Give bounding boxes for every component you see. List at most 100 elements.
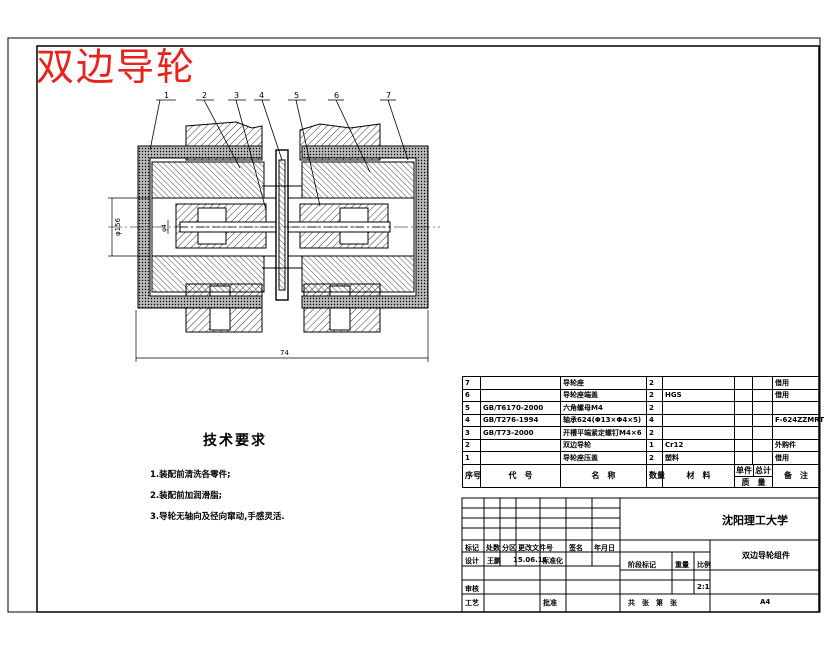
requirement-item: 2.装配前加润滑脂; — [150, 491, 223, 501]
bom-cell-code — [480, 438, 561, 452]
bom-cell-material — [662, 401, 735, 415]
dimension-bore: φ156 — [114, 217, 122, 236]
bom-cell-code — [480, 451, 561, 465]
label-zone: 分区 — [502, 544, 516, 552]
sheet-count: 共 张 第 张 — [628, 599, 677, 607]
bom-cell-total — [752, 413, 773, 427]
technical-requirements-heading: 技术要求 — [203, 433, 267, 449]
bom-cell-note — [772, 401, 820, 415]
label-change-doc: 更改文件号 — [518, 544, 553, 552]
bom-cell-material — [662, 413, 735, 427]
bom-cell-no: 6 — [462, 388, 481, 402]
label-approve: 批准 — [543, 599, 557, 607]
part-label-3: 3 — [234, 91, 239, 100]
bom-header-name: 名 称 — [560, 463, 647, 488]
part-label-1: 1 — [164, 91, 169, 100]
bom-cell-qty: 4 — [646, 413, 663, 427]
design-date: 15.06.11 — [513, 556, 548, 564]
requirement-item: 3.导轮无轴向及径向窜动,手感灵活. — [150, 512, 285, 522]
bom-cell-code — [480, 388, 561, 402]
title-block-frame — [461, 497, 820, 613]
label-standardize: 标准化 — [542, 557, 563, 565]
part-label-2: 2 — [202, 91, 207, 100]
bom-cell-no: 7 — [462, 376, 481, 390]
bom-cell-total — [752, 438, 773, 452]
bom-cell-unit — [734, 388, 753, 402]
designer-name: 王鹏 — [487, 557, 501, 565]
bom-cell-total — [752, 401, 773, 415]
bom-cell-no: 3 — [462, 426, 481, 440]
label-stage-mark: 阶段标记 — [628, 561, 656, 569]
bom-header-no: 序号 — [462, 463, 481, 488]
bom-cell-qty: 2 — [646, 426, 663, 440]
bom-cell-name: 轴承624(Φ13×Φ4×5) — [560, 413, 647, 427]
bom-cell-qty: 2 — [646, 376, 663, 390]
bom-cell-unit — [734, 451, 753, 465]
bom-cell-code — [480, 376, 561, 390]
bom-cell-code: GB/T73-2000 — [480, 426, 561, 440]
label-weight: 重量 — [675, 561, 689, 569]
bom-cell-qty: 2 — [646, 451, 663, 465]
bom-cell-material: HGS — [662, 388, 735, 402]
part-label-5: 5 — [294, 91, 299, 100]
dimension-lines — [108, 197, 429, 362]
bom-header-qty: 数量 — [646, 463, 665, 488]
bom-cell-name: 双边导轮 — [560, 438, 647, 452]
bom-cell-no: 4 — [462, 413, 481, 427]
bom-cell-name: 导轮座 — [560, 376, 647, 390]
bom-header-mass: 质 量 — [741, 477, 766, 487]
label-mark: 标记 — [465, 544, 479, 552]
bom-header-total: 总计 — [755, 465, 771, 475]
bom-cell-material: 塑料 — [662, 451, 735, 465]
bom-cell-note: 借用 — [772, 451, 820, 465]
bom-header-code: 代 号 — [480, 463, 561, 488]
bom-cell-material — [662, 426, 735, 440]
label-scale: 比例 — [697, 561, 711, 569]
bom-cell-note — [772, 426, 820, 440]
part-label-6: 6 — [334, 91, 339, 100]
part-label-4: 4 — [259, 91, 264, 100]
bom-cell-note: 借用 — [772, 388, 820, 402]
bom-cell-name: 导轮座端盖 — [560, 388, 647, 402]
bom-cell-total — [752, 451, 773, 465]
bom-header-weight: 单件总计质 量 — [734, 463, 773, 488]
bom-cell-code: GB/T276-1994 — [480, 413, 561, 427]
bom-cell-qty: 2 — [646, 401, 663, 415]
bom-cell-total — [752, 388, 773, 402]
bom-cell-name: 六角螺母M4 — [560, 401, 647, 415]
bom-header-unit: 单件 — [736, 464, 754, 476]
bom-cell-name: 导轮座压盖 — [560, 451, 647, 465]
bom-cell-note: 借用 — [772, 376, 820, 390]
label-process: 工艺 — [465, 599, 479, 607]
bom-header-note: 备 注 — [772, 463, 820, 488]
label-count: 处数 — [486, 544, 500, 552]
requirement-item: 1.装配前清洗各零件; — [150, 470, 231, 480]
part-label-7: 7 — [386, 91, 391, 100]
drawing-name: 双边导轮组件 — [742, 551, 790, 560]
bom-cell-unit — [734, 426, 753, 440]
bom-cell-total — [752, 376, 773, 390]
bom-header-row: 序号代 号名 称数量材 料单件总计质 量备 注 — [462, 463, 820, 488]
scale-value: 2:1 — [697, 583, 710, 591]
bom-cell-code: GB/T6170-2000 — [480, 401, 561, 415]
label-signature: 签名 — [569, 544, 583, 552]
bom-cell-note: 外购件 — [772, 438, 820, 452]
bom-cell-material — [662, 376, 735, 390]
bom-cell-unit — [734, 413, 753, 427]
bom-cell-qty: 1 — [646, 438, 663, 452]
bom-cell-qty: 2 — [646, 388, 663, 402]
bom-cell-unit — [734, 438, 753, 452]
bom-cell-note: F-624ZZMRT — [772, 413, 824, 427]
bom-cell-name: 开槽平端紧定螺钉M4×6 — [560, 426, 647, 440]
bom-cell-no: 2 — [462, 438, 481, 452]
dimension-shaft: φ4 — [161, 224, 168, 232]
drawing-title: 双边导轮 — [36, 45, 197, 89]
assembly-drawing — [108, 121, 440, 333]
bom-cell-unit — [734, 376, 753, 390]
